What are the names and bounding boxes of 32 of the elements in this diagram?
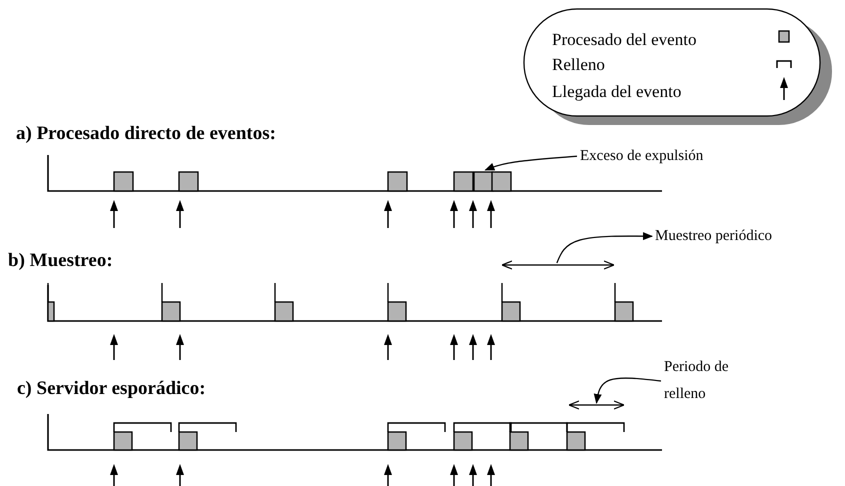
event-box — [113, 431, 133, 451]
event-box — [161, 301, 181, 322]
section-heading: a) Procesado directo de eventos: — [16, 124, 276, 145]
event-box — [453, 171, 474, 192]
event-box — [178, 431, 198, 451]
callout-label: Muestreo periódico — [655, 228, 772, 244]
legend-label: Procesado del evento — [552, 31, 696, 50]
dimension-line — [501, 260, 615, 270]
event-box — [453, 431, 473, 451]
callout-label: Exceso de expulsión — [580, 148, 704, 164]
event-box — [274, 301, 294, 322]
callout-label: Periodo de relleno — [664, 354, 738, 408]
event-box — [473, 171, 494, 192]
leader-arrow — [484, 156, 578, 171]
event-box — [387, 301, 407, 322]
legend-label: Llegada del evento — [552, 83, 682, 102]
event-box — [566, 431, 586, 451]
event-box — [491, 171, 512, 192]
dimension-line — [568, 400, 625, 410]
section-heading: c) Servidor esporádico: — [17, 379, 206, 400]
event-box — [47, 301, 55, 322]
event-box — [113, 171, 134, 192]
event-box — [509, 431, 529, 451]
event-box — [178, 171, 199, 192]
event-box — [387, 431, 407, 451]
event-box — [614, 301, 634, 322]
section-heading: b) Muestreo: — [8, 251, 113, 272]
event-box — [387, 171, 408, 192]
leader-arrow — [556, 232, 653, 264]
legend-label: Relleno — [552, 56, 605, 75]
event-box — [501, 301, 521, 322]
leader-arrow — [594, 378, 662, 404]
